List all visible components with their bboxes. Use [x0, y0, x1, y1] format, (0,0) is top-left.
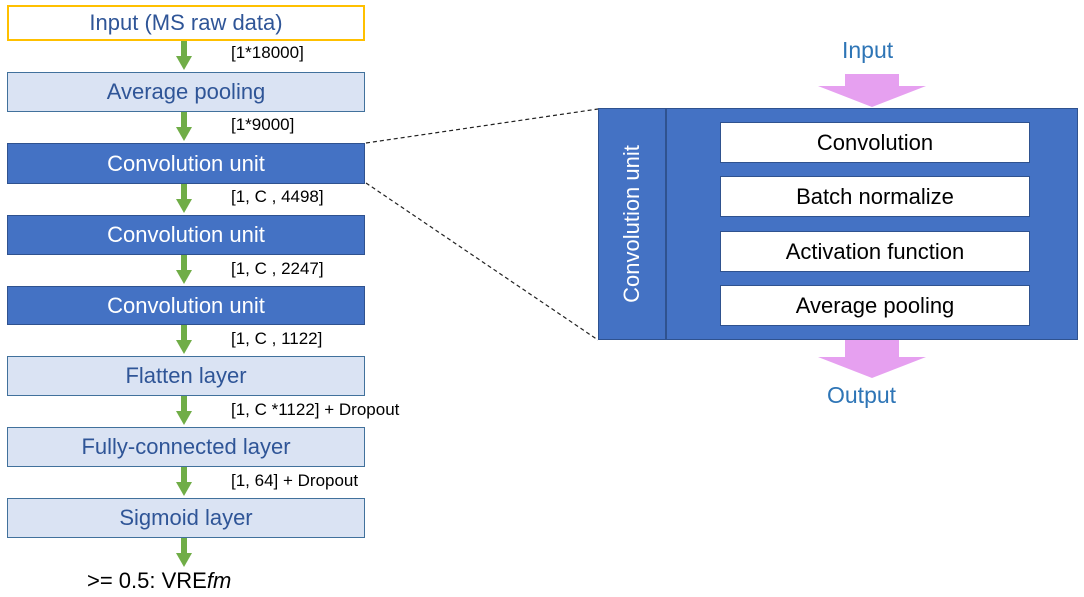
layer-convolution: Convolution: [720, 122, 1030, 163]
step-label: Average pooling: [106, 79, 266, 104]
zoom-line-top: [365, 108, 599, 144]
layer-label: Activation function: [785, 238, 965, 264]
average-pooling-box: Average pooling: [7, 72, 365, 112]
arrow-down-icon: [176, 538, 192, 567]
shape-label: [1, C , 2247]: [231, 259, 324, 278]
final-output-italic: fm: [206, 568, 232, 593]
pink-input-arrow-icon: [818, 74, 926, 107]
layer-batch-normalize: Batch normalize: [720, 176, 1030, 217]
layer-activation-function: Activation function: [720, 231, 1030, 272]
layer-label: Batch normalize: [796, 183, 954, 209]
arrow-down-icon: [176, 184, 192, 213]
arrow-down-icon: [176, 112, 192, 141]
step-label: Convolution unit: [107, 222, 265, 247]
arrow-down-icon: [176, 396, 192, 425]
shape-label: [1, C , 4498]: [231, 187, 324, 206]
sigmoid-layer-box: Sigmoid layer: [7, 498, 365, 538]
pipeline-input-label: Input (MS raw data): [89, 10, 283, 35]
convolution-unit-box-2: Convolution unit: [7, 215, 365, 255]
arrow-down-icon: [176, 255, 192, 284]
fully-connected-layer-box: Fully-connected layer: [7, 427, 365, 467]
step-label: Convolution unit: [107, 150, 265, 176]
convolution-unit-side-panel: [598, 108, 666, 340]
step-label: Sigmoid layer: [119, 505, 253, 530]
shape-label: [1, C , 1122]: [231, 329, 323, 348]
final-output-prefix: >= 0.5: VRE: [87, 568, 207, 593]
shape-label: [1*18000]: [231, 43, 304, 62]
arrow-down-icon: [176, 41, 192, 70]
step-label: Flatten layer: [125, 363, 247, 388]
layer-label: Average pooling: [795, 292, 955, 318]
pink-output-arrow-icon: [818, 340, 926, 378]
step-label: Fully-connected layer: [81, 434, 291, 459]
convolution-unit-title: Convolution unit: [619, 145, 644, 303]
flatten-layer-box: Flatten layer: [7, 356, 365, 396]
shape-label: [1*9000]: [231, 115, 295, 134]
detail-input-label: Input: [842, 37, 894, 63]
layer-average-pooling: Average pooling: [720, 285, 1030, 326]
step-label: Convolution unit: [107, 292, 265, 318]
arrow-down-icon: [176, 325, 192, 354]
shape-label: [1, C *1122] + Dropout: [231, 400, 400, 419]
pipeline-input-box: Input (MS raw data): [7, 5, 365, 41]
convolution-unit-box-1: Convolution unit: [7, 143, 365, 184]
layer-label: Convolution: [816, 129, 934, 155]
shape-label: [1, 64] + Dropout: [231, 471, 359, 490]
arrow-down-icon: [176, 467, 192, 496]
zoom-line-bottom: [365, 182, 599, 341]
final-output-text: >= 0.5: VREfm: [87, 568, 231, 594]
convolution-unit-box-3: Convolution unit: [7, 286, 365, 325]
detail-output-label: Output: [827, 382, 897, 408]
